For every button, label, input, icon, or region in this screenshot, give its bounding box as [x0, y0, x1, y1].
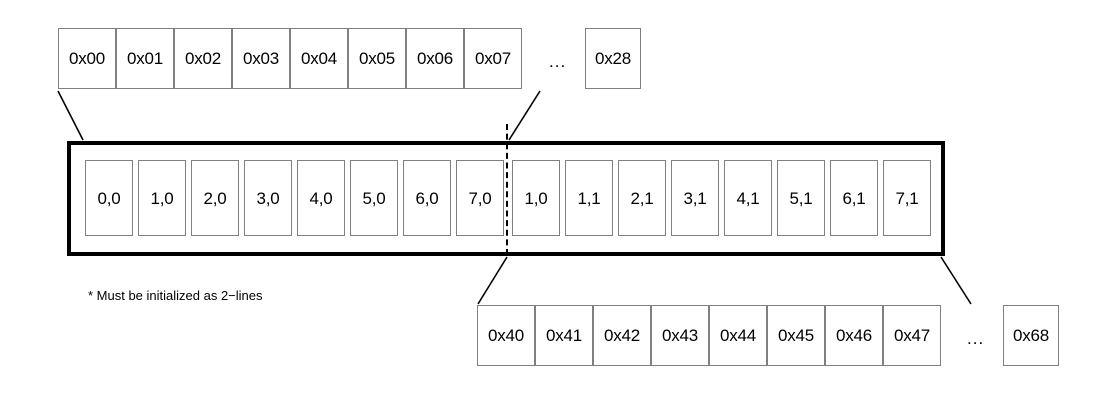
address-cell: 0x40	[477, 305, 535, 366]
cache-slot: 1,0	[512, 160, 560, 236]
address-cell: 0x47	[883, 305, 941, 366]
cache-slot: 7,0	[456, 160, 504, 236]
address-cell: 0x41	[535, 305, 593, 366]
address-cell: 0x46	[825, 305, 883, 366]
cache-slot: 6,1	[830, 160, 878, 236]
leader-line-top-left	[57, 90, 84, 141]
address-cell: 0x06	[406, 28, 464, 89]
cache-slot: 6,0	[403, 160, 451, 236]
address-cell: 0x04	[290, 28, 348, 89]
cache-slot: 4,0	[297, 160, 345, 236]
address-cell: 0x01	[116, 28, 174, 89]
address-cell: 0x45	[767, 305, 825, 366]
cache-slot: 3,0	[244, 160, 292, 236]
address-cell-tail: 0x28	[585, 28, 641, 89]
cache-slot: 3,1	[671, 160, 719, 236]
cache-slot: 5,0	[350, 160, 398, 236]
address-cell: 0x02	[174, 28, 232, 89]
footnote-text: * Must be initialized as 2−lines	[88, 288, 263, 303]
cache-slot: 4,1	[724, 160, 772, 236]
cache-slot: 7,1	[883, 160, 931, 236]
address-cell: 0x00	[58, 28, 116, 89]
cache-slot: 0,0	[85, 160, 133, 236]
address-cell: 0x03	[232, 28, 290, 89]
cache-slot: 2,1	[618, 160, 666, 236]
cache-slot: 1,0	[138, 160, 186, 236]
cache-slot: 1,1	[565, 160, 613, 236]
address-cell: 0x05	[348, 28, 406, 89]
cache-slot: 2,0	[191, 160, 239, 236]
leader-line-top-right	[508, 90, 541, 141]
cache-slot: 5,1	[777, 160, 825, 236]
address-cell: 0x07	[464, 28, 522, 89]
bottom-gap-ellipsis: ...	[967, 329, 985, 348]
leader-line-bottom-right	[940, 256, 972, 305]
cache-line-split-divider	[506, 124, 508, 255]
address-cell: 0x44	[709, 305, 767, 366]
address-cell: 0x42	[593, 305, 651, 366]
leader-line-bottom-left	[477, 256, 508, 305]
address-cell-tail: 0x68	[1003, 305, 1059, 366]
address-cell: 0x43	[651, 305, 709, 366]
top-gap-ellipsis: ...	[549, 52, 567, 71]
